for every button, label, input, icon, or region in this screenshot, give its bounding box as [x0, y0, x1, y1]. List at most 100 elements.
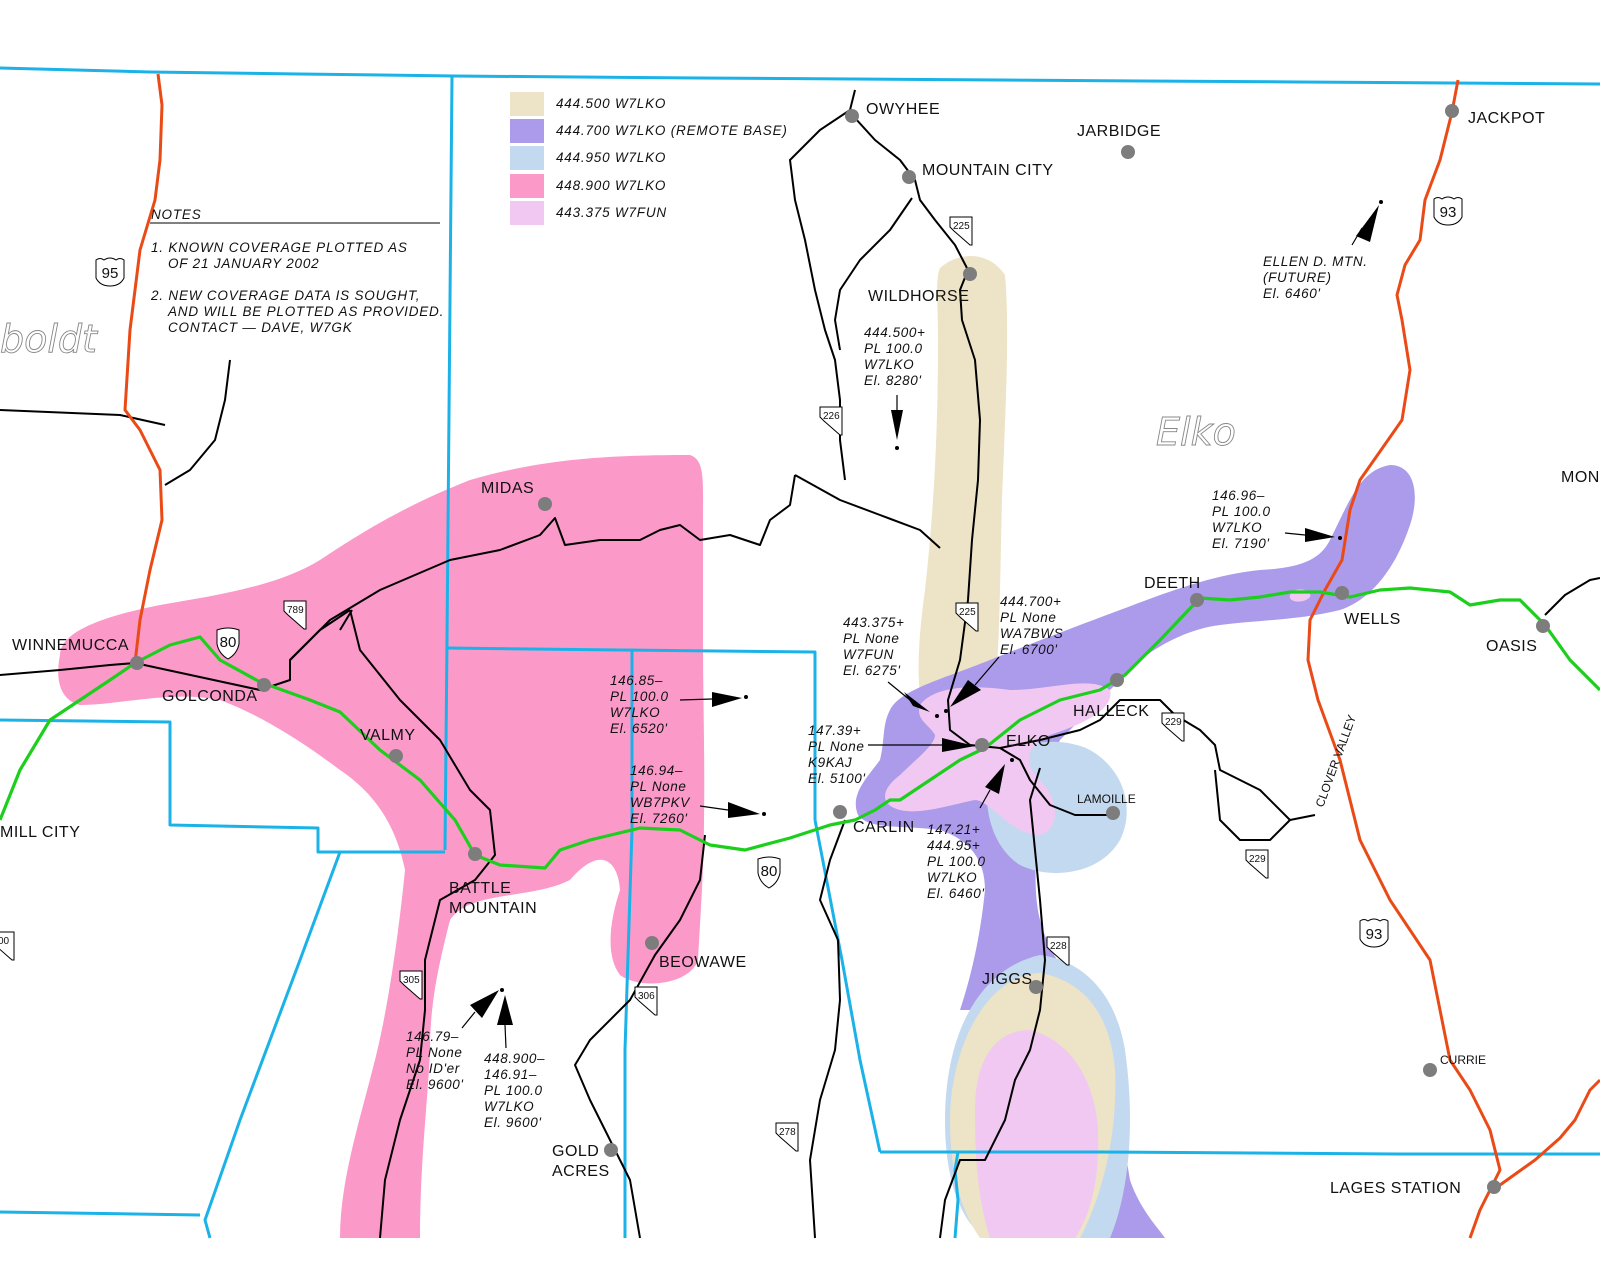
svg-text:El. 9600': El. 9600' [406, 1077, 464, 1092]
town-dot-midas[interactable] [538, 497, 552, 511]
site-k9kaj-14739[interactable]: 147.39+ PL None K9KAJ El. 5100' [808, 723, 866, 786]
site-448900[interactable]: 448.900– 146.91– PL 100.0 W7LKO El. 9600… [484, 1051, 545, 1130]
town-dot-beowawe[interactable] [645, 936, 659, 950]
svg-text:El. 5100': El. 5100' [808, 771, 866, 786]
svg-text:444.950 W7LKO: 444.950 W7LKO [556, 150, 666, 165]
coverage-444700-corridor [855, 465, 1415, 1010]
town-dot-golconda[interactable] [257, 678, 271, 692]
svg-text:228: 228 [1050, 941, 1067, 952]
town-dot-jackpot[interactable] [1445, 104, 1459, 118]
site-wildhorse[interactable]: 444.500+ PL 100.0 W7LKO El. 8280' [864, 325, 925, 388]
svg-text:448.900 W7LKO: 448.900 W7LKO [556, 178, 666, 193]
town-label-carlin: CARLIN [853, 819, 915, 836]
svg-text:El. 9600': El. 9600' [484, 1115, 542, 1130]
svg-text:PL None: PL None [808, 739, 865, 754]
svg-text:444.700+: 444.700+ [1000, 594, 1061, 609]
town-dot-wells[interactable] [1335, 586, 1349, 600]
town-dot-oasis[interactable] [1536, 619, 1550, 633]
svg-text:PL 100.0: PL 100.0 [927, 854, 986, 869]
boundary-southwest [0, 1210, 201, 1217]
svg-text:K9KAJ: K9KAJ [808, 755, 852, 770]
town-dot-halleck[interactable] [1110, 673, 1124, 687]
site-elko-w7lko[interactable]: 147.21+ 444.95+ PL 100.0 W7LKO El. 6460' [927, 822, 986, 901]
svg-text:147.21+: 147.21+ [927, 822, 980, 837]
town-dots [130, 104, 1550, 1194]
site-wa7bws-444700[interactable]: 444.700+ PL None WA7BWS El. 6700' [1000, 594, 1063, 657]
svg-text:El. 8280': El. 8280' [864, 373, 922, 388]
town-label-lages-station: LAGES STATION [1330, 1180, 1461, 1197]
arrow-icon [728, 802, 760, 818]
site-ellen-d-mtn[interactable]: ELLEN D. MTN. (FUTURE) El. 6460' [1263, 254, 1368, 301]
i-80-shield-east: 80 [757, 856, 781, 889]
site-w7fun-443375[interactable]: 443.375+ PL None W7FUN El. 6275' [843, 615, 904, 678]
svg-text:229: 229 [1249, 854, 1266, 865]
coverage-444500-wildhorse [918, 255, 1008, 718]
site-wells-14696[interactable]: 146.96– PL 100.0 W7LKO El. 7190' [1212, 488, 1271, 551]
notes-title: NOTES [151, 207, 202, 222]
town-dot-lamoille[interactable] [1106, 806, 1120, 820]
svg-text:PL None: PL None [1000, 610, 1057, 625]
town-dot-carlin[interactable] [833, 805, 847, 819]
svg-text:El. 6275': El. 6275' [843, 663, 901, 678]
arrow-icon [470, 990, 499, 1018]
svg-text:444.500+: 444.500+ [864, 325, 925, 340]
site-markers [461, 200, 1383, 1049]
svg-text:W7LKO: W7LKO [484, 1099, 534, 1114]
svg-text:146.91–: 146.91– [484, 1067, 537, 1082]
town-label-gold-acres-1: GOLD [552, 1143, 599, 1160]
town-dot-deeth[interactable] [1190, 593, 1204, 607]
town-label-battle-mountain-1: BATTLE [449, 880, 511, 897]
svg-text:PL None: PL None [406, 1045, 463, 1060]
town-label-winnemucca: WINNEMUCCA [12, 637, 129, 654]
town-dot-elko[interactable] [975, 738, 989, 752]
town-label-valmy: VALMY [360, 727, 416, 744]
town-dot-gold-acres[interactable] [604, 1143, 618, 1157]
us-93-alt [1499, 1078, 1600, 1187]
town-dot-mountain-city[interactable] [902, 170, 916, 184]
town-label-midas: MIDAS [481, 480, 534, 497]
svg-text:PL 100.0: PL 100.0 [1212, 504, 1271, 519]
notes-line-4: AND WILL BE PLOTTED AS PROVIDED. [167, 304, 444, 319]
town-label-halleck: HALLECK [1073, 703, 1149, 720]
svg-text:93: 93 [1366, 926, 1383, 943]
svg-text:444.95+: 444.95+ [927, 838, 980, 853]
svg-text:ELLEN D. MTN.: ELLEN D. MTN. [1263, 254, 1368, 269]
town-dot-jarbidge[interactable] [1121, 145, 1135, 159]
svg-text:444.500 W7LKO: 444.500 W7LKO [556, 96, 666, 111]
route-shields: 95 93 93 80 80 225 225 226 [0, 196, 1463, 1152]
town-label-golconda: GOLCONDA [162, 688, 258, 705]
svg-text:El. 7190': El. 7190' [1212, 536, 1270, 551]
svg-text:00: 00 [0, 936, 10, 947]
town-dot-owyhee[interactable] [845, 109, 859, 123]
arrow-icon [950, 680, 981, 707]
town-label-jiggs: JIGGS [982, 971, 1033, 988]
town-dot-wildhorse[interactable] [963, 267, 977, 281]
nv-305-shield: 305 [399, 970, 423, 1000]
svg-text:443.375+: 443.375+ [843, 615, 904, 630]
town-dot-winnemucca[interactable] [130, 656, 144, 670]
boundary-lander-eureka [623, 650, 634, 1238]
town-label-elko: ELKO [1006, 733, 1051, 750]
town-dot-jiggs[interactable] [1029, 980, 1043, 994]
notes-line-3: 2. NEW COVERAGE DATA IS SOUGHT, [150, 288, 420, 303]
label-clover-valley: CLOVER VALLEY [1313, 713, 1359, 809]
town-dot-valmy[interactable] [389, 749, 403, 763]
site-14694[interactable]: 146.94– PL None WB7PKV El. 7260' [630, 763, 691, 826]
legend-item-444950: 444.950 W7LKO [510, 146, 666, 170]
nv-229-shield-south: 229 [1245, 849, 1269, 879]
site-14685[interactable]: 146.85– PL 100.0 W7LKO El. 6520' [610, 673, 669, 736]
legend-item-444700: 444.700 W7LKO (REMOTE BASE) [510, 119, 788, 143]
svg-text:El. 6520': El. 6520' [610, 721, 668, 736]
town-dot-lages-station[interactable] [1487, 1180, 1501, 1194]
arrow-icon [497, 995, 513, 1025]
legend-item-443375: 443.375 W7FUN [510, 201, 666, 225]
svg-text:WB7PKV: WB7PKV [630, 795, 691, 810]
svg-text:444.700 W7LKO (REMOTE BASE): 444.700 W7LKO (REMOTE BASE) [556, 123, 788, 138]
svg-text:146.85–: 146.85– [610, 673, 663, 688]
nv-229-shield-north: 229 [1161, 712, 1185, 742]
arrow-icon [1356, 205, 1379, 242]
svg-text:147.39+: 147.39+ [808, 723, 861, 738]
site-14679[interactable]: 146.79– PL None No ID'er El. 9600' [406, 1029, 464, 1092]
town-dot-battle-mountain[interactable] [468, 847, 482, 861]
town-dot-currie[interactable] [1423, 1063, 1437, 1077]
